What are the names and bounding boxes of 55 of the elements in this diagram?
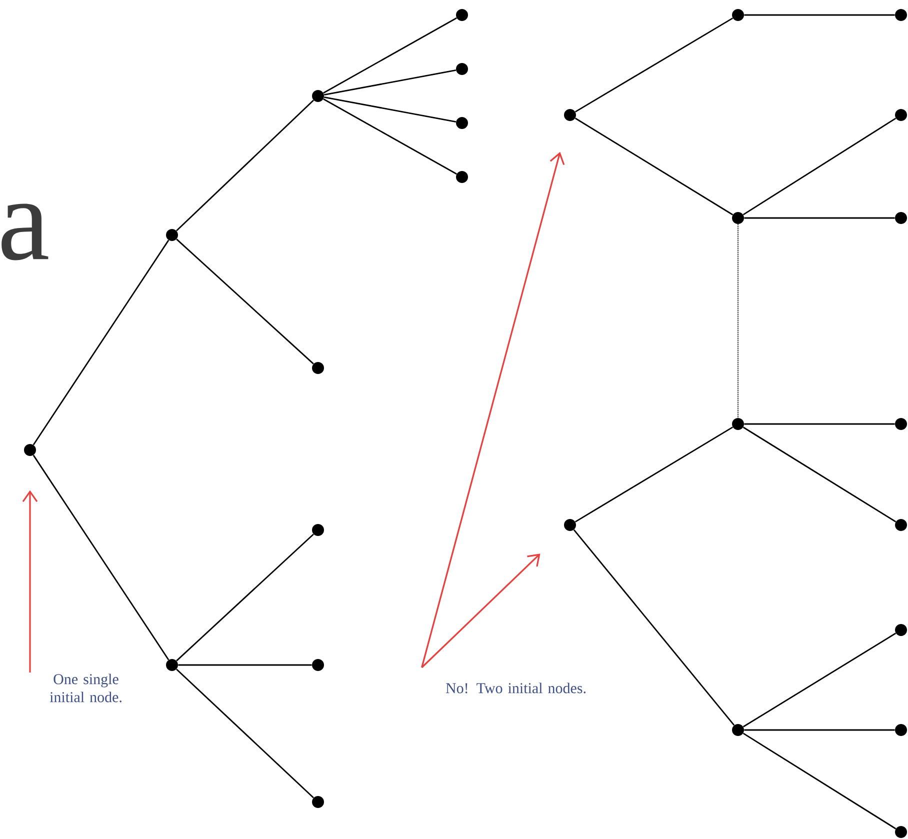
graph-node	[312, 796, 324, 808]
edge-line	[744, 729, 895, 731]
graph-node	[564, 109, 576, 121]
edge-line	[176, 534, 314, 662]
graph-node	[312, 362, 324, 374]
graph-node	[895, 519, 907, 531]
graph-node	[312, 524, 324, 536]
edge-line	[744, 217, 895, 219]
edge-line	[324, 69, 456, 96]
edge-line	[742, 426, 896, 522]
edge-line	[323, 17, 457, 94]
edge-line	[742, 632, 896, 728]
edge-line	[176, 238, 314, 364]
graph-node	[732, 9, 744, 21]
graph-node	[24, 444, 36, 456]
graph-node	[166, 229, 178, 241]
graph-node	[895, 724, 907, 736]
arrow	[421, 554, 540, 668]
edge-line	[742, 118, 896, 216]
edge-line	[574, 18, 734, 112]
arrow	[22, 490, 38, 672]
graph-node	[895, 826, 907, 838]
graph-node	[895, 9, 907, 21]
graph-node	[312, 90, 324, 102]
edge-line	[742, 732, 896, 830]
edge-line	[744, 14, 895, 16]
graph-node	[895, 418, 907, 430]
graph-node	[732, 418, 744, 430]
graph-node	[456, 63, 468, 75]
annotation-text: No! Two initial nodes.	[446, 682, 586, 694]
annotation-text: One single initial node.	[50, 674, 122, 702]
graph-node	[895, 109, 907, 121]
edge-line	[176, 668, 314, 798]
graph-node	[895, 624, 907, 636]
edge-line	[744, 423, 895, 425]
arrow	[421, 152, 565, 668]
graph-node	[732, 212, 744, 224]
edge-line	[32, 454, 170, 660]
edge-line	[574, 118, 734, 216]
graph-node	[456, 9, 468, 21]
edge-line	[324, 96, 456, 123]
graph-node	[166, 659, 178, 671]
edge-line	[574, 426, 734, 522]
graph-node	[456, 171, 468, 183]
graph-node	[895, 212, 907, 224]
graph-node	[732, 724, 744, 736]
graph-node	[312, 659, 324, 671]
graph-node	[456, 117, 468, 129]
edge-line	[178, 664, 312, 666]
edge-line	[573, 529, 735, 726]
edge-line	[323, 98, 457, 175]
large-letter: a	[2, 204, 48, 260]
edge-line	[32, 240, 170, 446]
edge-line	[176, 100, 314, 232]
graph-node	[564, 519, 576, 531]
